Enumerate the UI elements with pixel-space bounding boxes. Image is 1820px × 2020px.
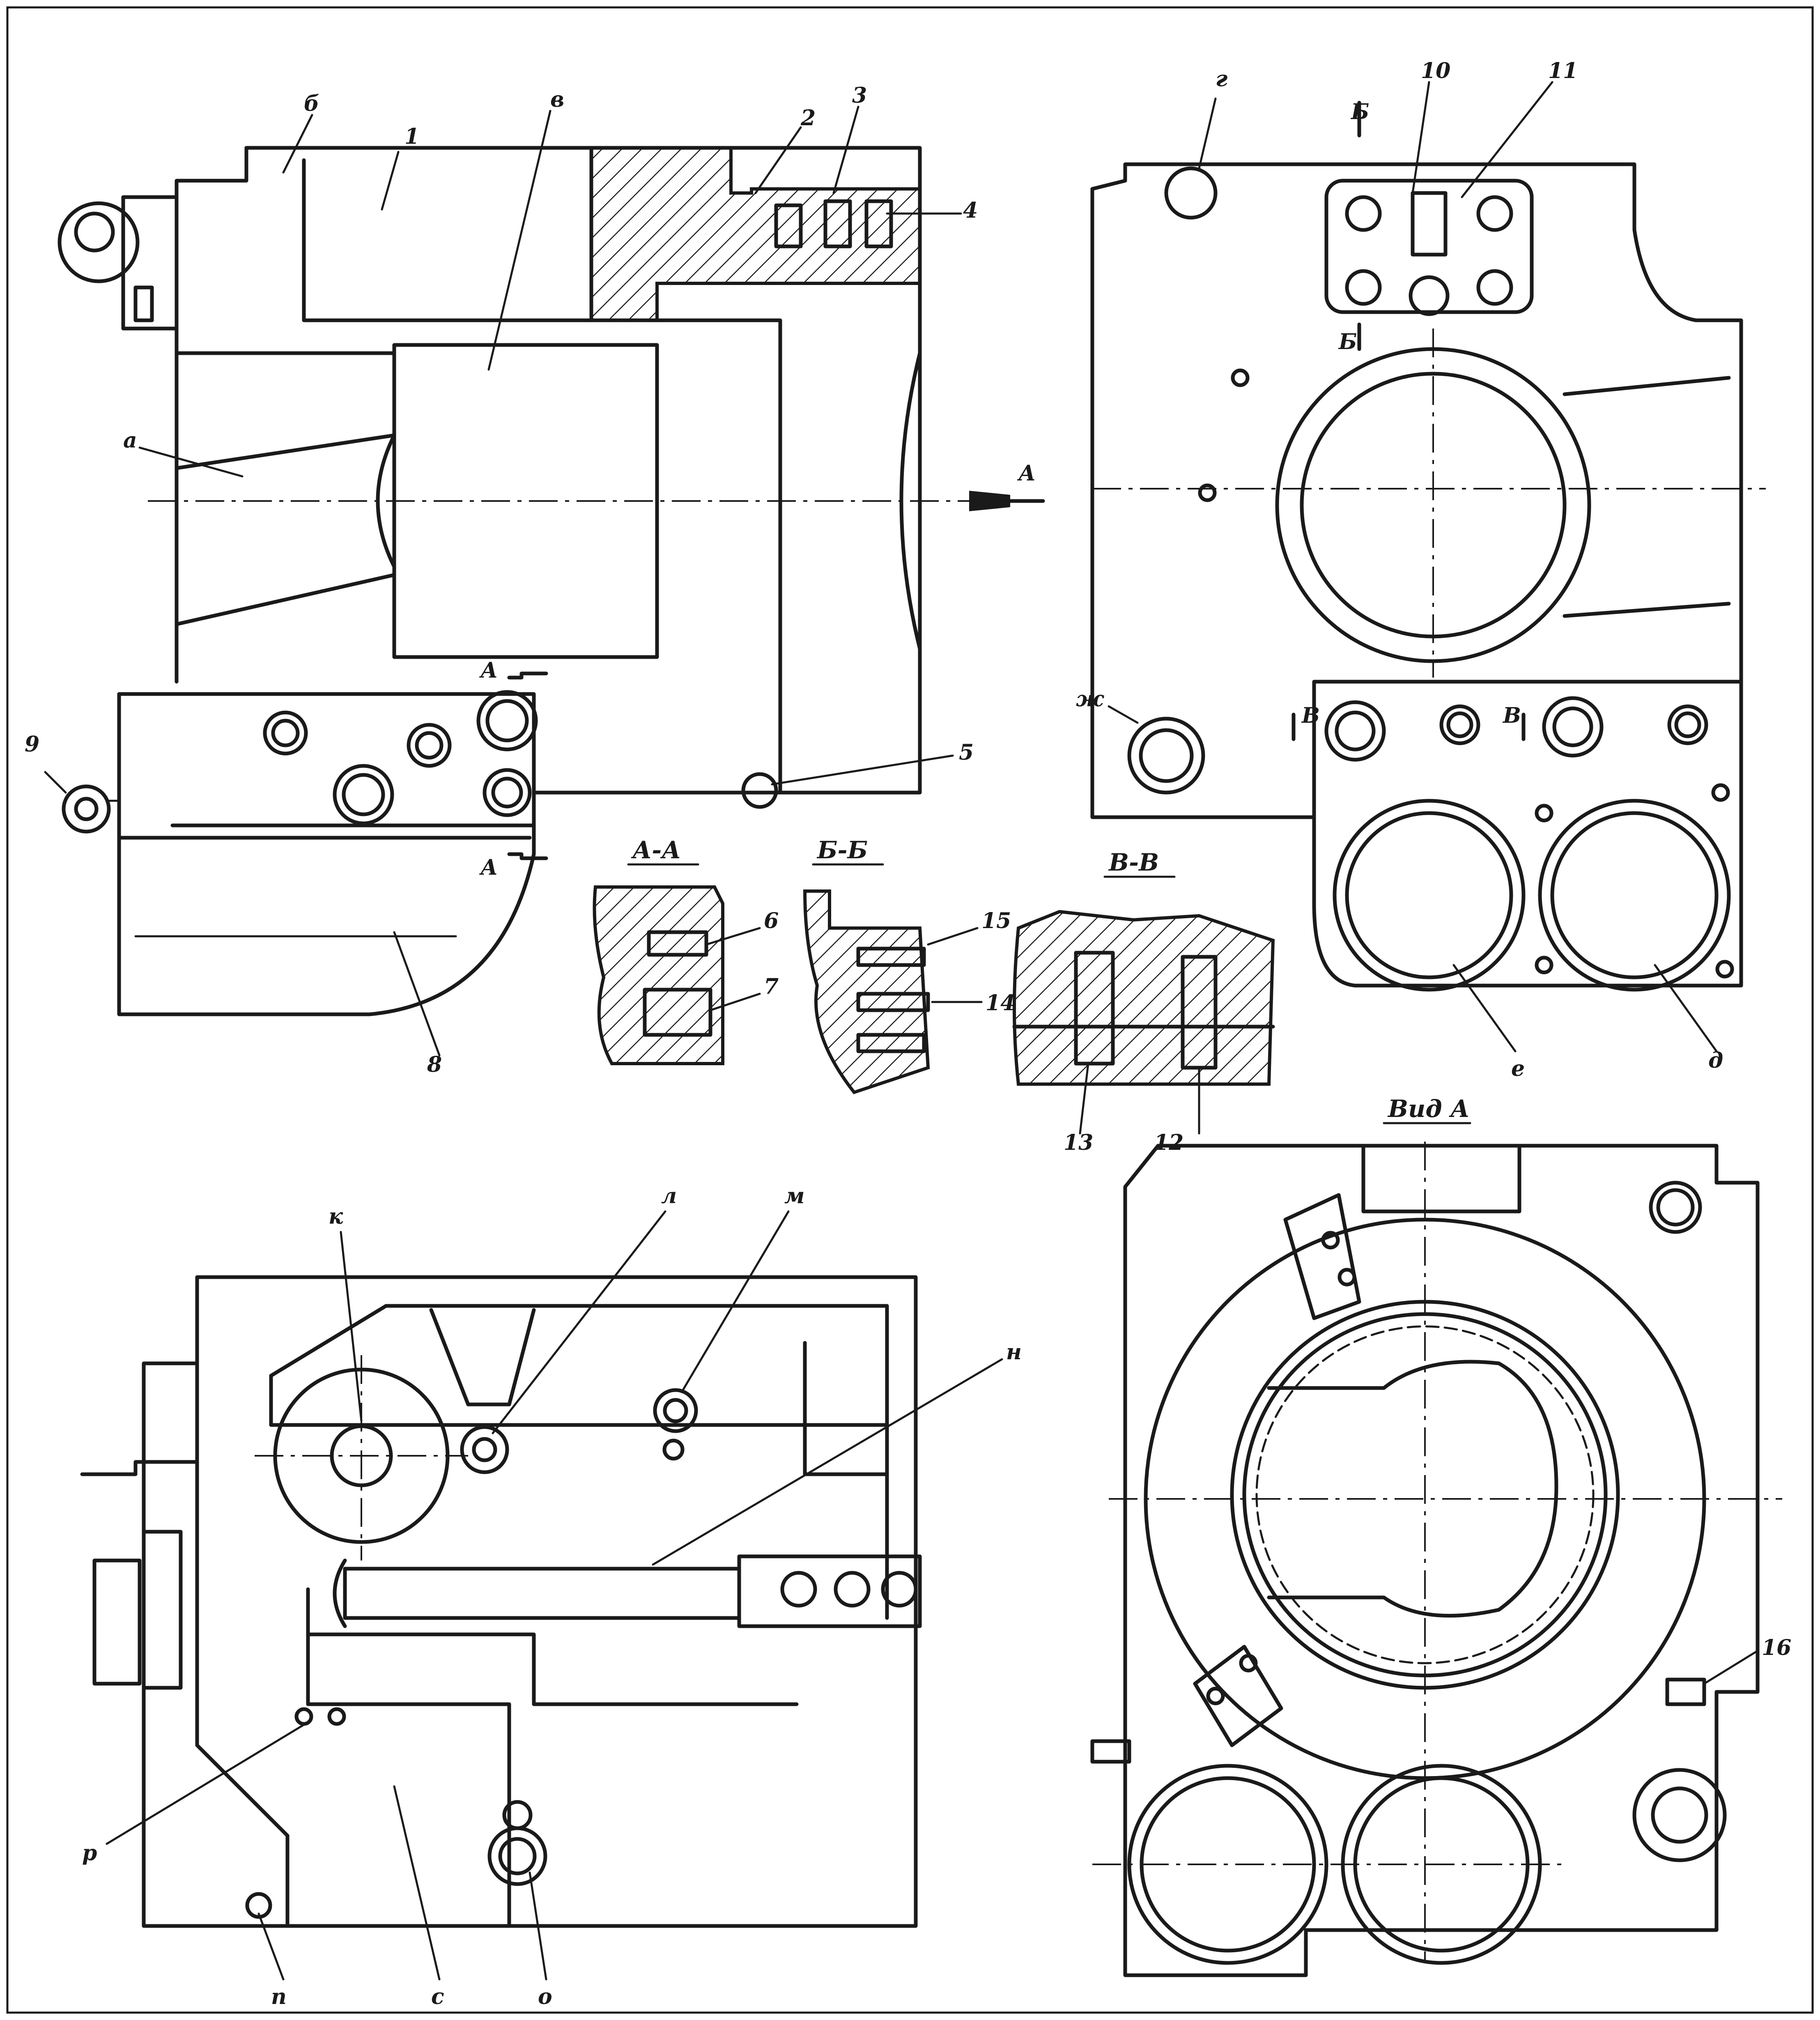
sections: А-А 6 7 Б-Б 15 14 В-В 13 12 bbox=[593, 836, 1275, 1155]
label-p: р bbox=[82, 1841, 97, 1866]
label-7: 7 bbox=[764, 974, 779, 999]
bottom-left-view: к л м н р п с о bbox=[80, 1184, 1022, 2009]
label-e: е bbox=[1511, 1056, 1525, 1081]
label-9: 9 bbox=[25, 732, 39, 757]
label-16: 16 bbox=[1762, 1635, 1791, 1660]
label-o: о bbox=[538, 1984, 552, 2009]
section-aa-title: А-А bbox=[631, 836, 681, 864]
label-zh: ж bbox=[1076, 687, 1104, 712]
label-g: г bbox=[1216, 67, 1227, 92]
view-a-title: Вид А bbox=[1387, 1095, 1470, 1123]
label-a: а bbox=[123, 428, 137, 453]
label-14: 14 bbox=[986, 990, 1015, 1016]
label-l: л bbox=[661, 1184, 677, 1209]
label-d: д bbox=[1708, 1048, 1723, 1073]
label-15: 15 bbox=[981, 908, 1011, 933]
label-12: 12 bbox=[1154, 1130, 1183, 1155]
drawing-frame bbox=[6, 6, 1814, 2014]
label-13: 13 bbox=[1064, 1130, 1093, 1155]
label-vv-left: В bbox=[1301, 703, 1320, 728]
section-vv-title: В-В bbox=[1108, 848, 1159, 876]
label-pp: п bbox=[271, 1984, 287, 2009]
bottom-right-view: Вид А 16 bbox=[1090, 1095, 1791, 1977]
label-5: 5 bbox=[959, 740, 974, 765]
top-left-view: б 1 в 2 3 4 а А А А 5 9 8 bbox=[25, 83, 1045, 1077]
label-aa-top: А bbox=[479, 658, 498, 683]
label-8: 8 bbox=[427, 1052, 442, 1077]
label-11: 11 bbox=[1548, 58, 1578, 83]
label-s: с bbox=[431, 1984, 444, 2009]
label-bb-top: Б bbox=[1350, 99, 1369, 124]
label-m: м bbox=[784, 1184, 804, 1209]
label-10: 10 bbox=[1421, 58, 1450, 83]
label-k: к bbox=[329, 1204, 343, 1229]
label-4: 4 bbox=[963, 198, 978, 223]
label-n: н bbox=[1006, 1340, 1022, 1365]
label-1: 1 bbox=[404, 124, 419, 149]
label-bb-bottom: Б bbox=[1338, 329, 1357, 354]
label-vv-right: В bbox=[1502, 703, 1521, 728]
top-right-view: г 10 11 Б Б ж В В е д bbox=[1076, 58, 1766, 1081]
label-3: 3 bbox=[852, 83, 867, 108]
label-6: 6 bbox=[764, 908, 779, 933]
label-2: 2 bbox=[800, 106, 816, 131]
section-bb-title: Б-Б bbox=[816, 836, 868, 864]
label-v: в bbox=[550, 87, 564, 112]
label-aa-bottom: А bbox=[479, 855, 498, 880]
label-b: б bbox=[304, 91, 319, 116]
label-arrow-a: А bbox=[1017, 461, 1036, 486]
